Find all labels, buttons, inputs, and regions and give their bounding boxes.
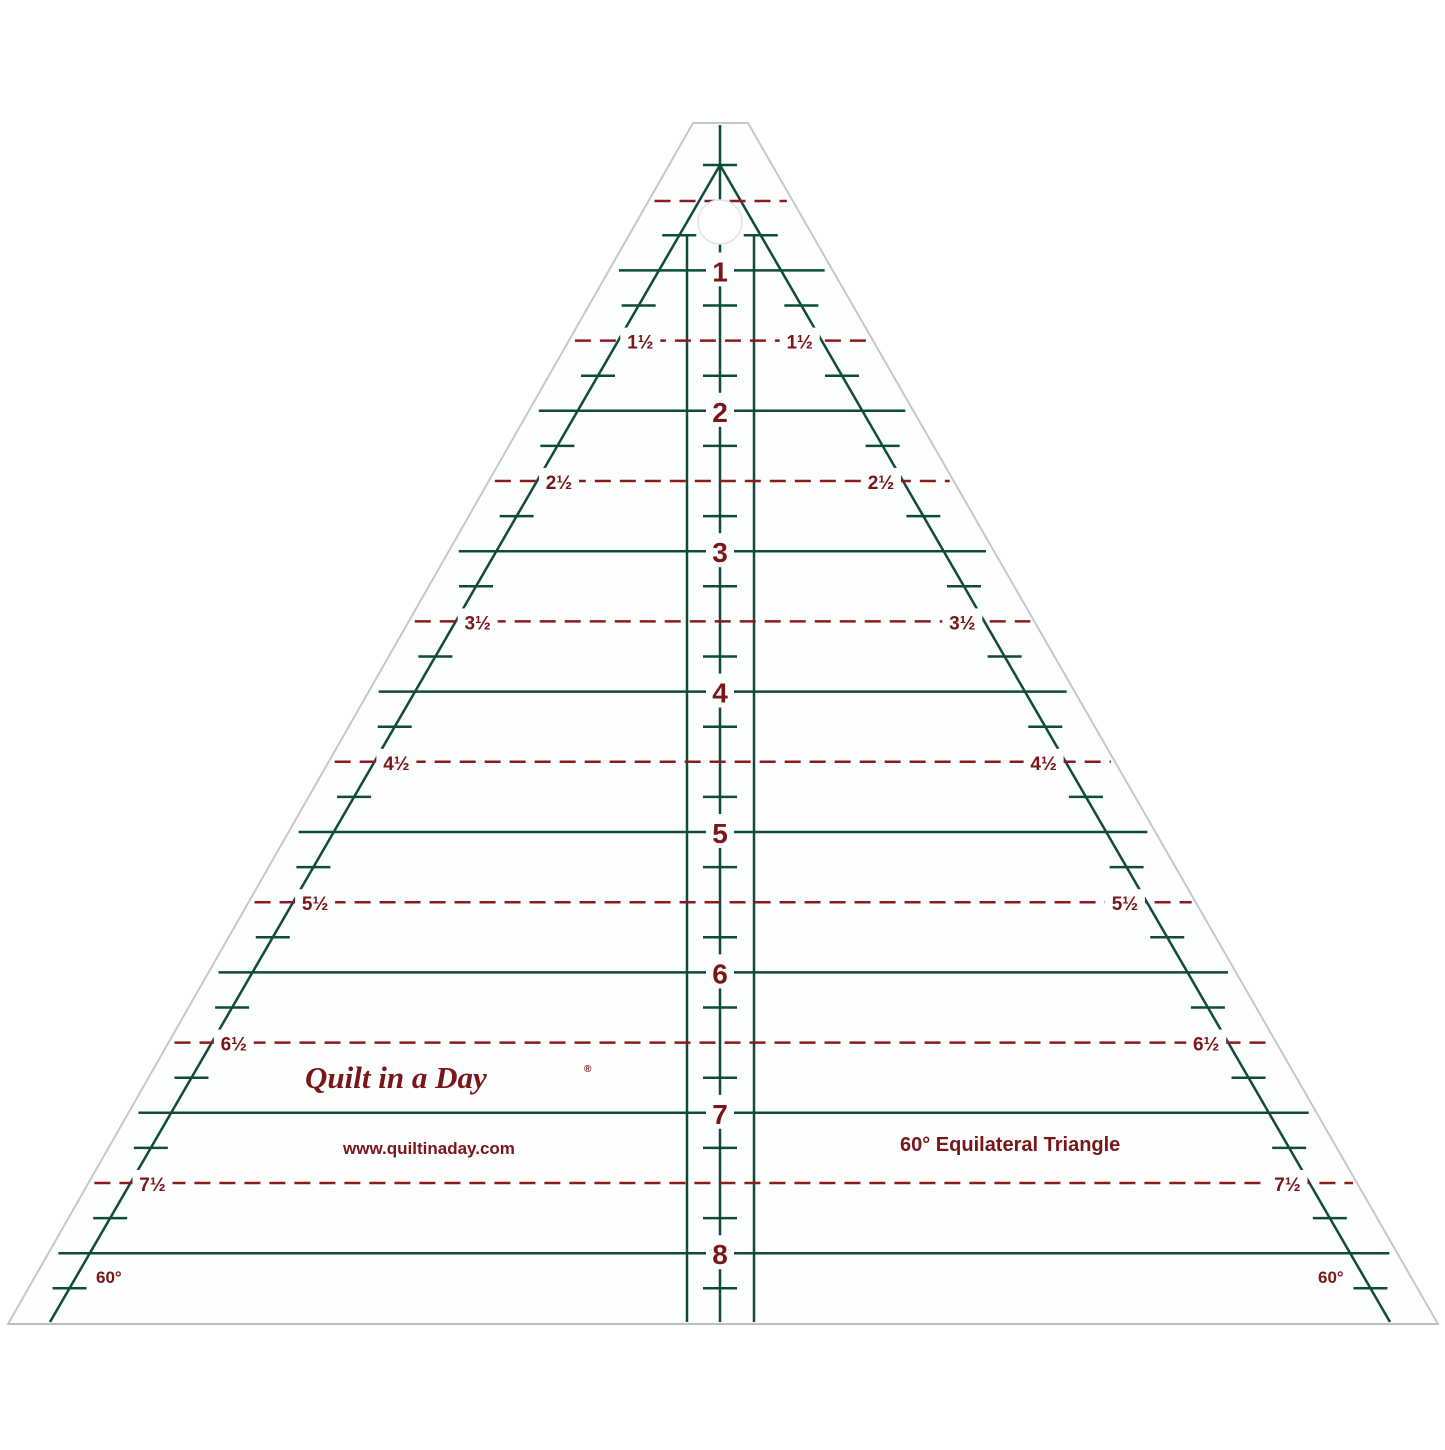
product-name: 60° Equilateral Triangle [900, 1134, 1120, 1156]
half-inch-label-left: 3½ [464, 613, 490, 634]
angle-label-right: 60° [1318, 1268, 1344, 1287]
inch-label: 1 [712, 256, 728, 287]
inch-label: 3 [712, 537, 728, 568]
ruler-grid [48, 125, 1392, 1323]
half-inch-label-right: 5½ [1112, 894, 1138, 915]
half-inch-label-right: 1½ [786, 333, 812, 354]
inch-label: 4 [712, 678, 728, 709]
half-inch-label-right: 4½ [1030, 754, 1056, 775]
brand-logo: Quilt in a Day [305, 1060, 487, 1095]
half-inch-label-right: 3½ [949, 613, 975, 634]
half-inch-label-left: 2½ [546, 473, 572, 494]
ruler-outline [6, 122, 1440, 1325]
inch-label: 6 [712, 958, 728, 989]
half-inch-label-left: 6½ [221, 1035, 247, 1056]
ruler-labels: 1 2 3 4 5 6 7 8 1½ 1½ 2½ 2½ 3½ 3½ 4½ 4½ 5½ 5½ 6½ 6½ 7½ 7½ [132, 252, 1308, 1270]
half-inch-label-right: 2½ [868, 473, 894, 494]
inch-label: 2 [712, 397, 728, 428]
inch-label: 7 [712, 1099, 728, 1130]
inch-label: 5 [712, 818, 728, 849]
hanging-hole [697, 199, 743, 245]
slant-line-right [718, 164, 1392, 1323]
half-inch-label-left: 1½ [627, 333, 653, 354]
inch-label: 8 [712, 1239, 728, 1270]
angle-label-left: 60° [96, 1268, 122, 1287]
half-inch-label-right: 7½ [1274, 1175, 1300, 1196]
half-inch-label-left: 5½ [302, 894, 328, 915]
half-inch-label-right: 6½ [1193, 1035, 1219, 1056]
slant-line-left [48, 164, 722, 1323]
website-text: www.quiltinaday.com [342, 1139, 515, 1158]
half-inch-label-left: 7½ [139, 1175, 165, 1196]
half-inch-label-left: 4½ [383, 754, 409, 775]
registered-mark: ® [584, 1064, 592, 1075]
